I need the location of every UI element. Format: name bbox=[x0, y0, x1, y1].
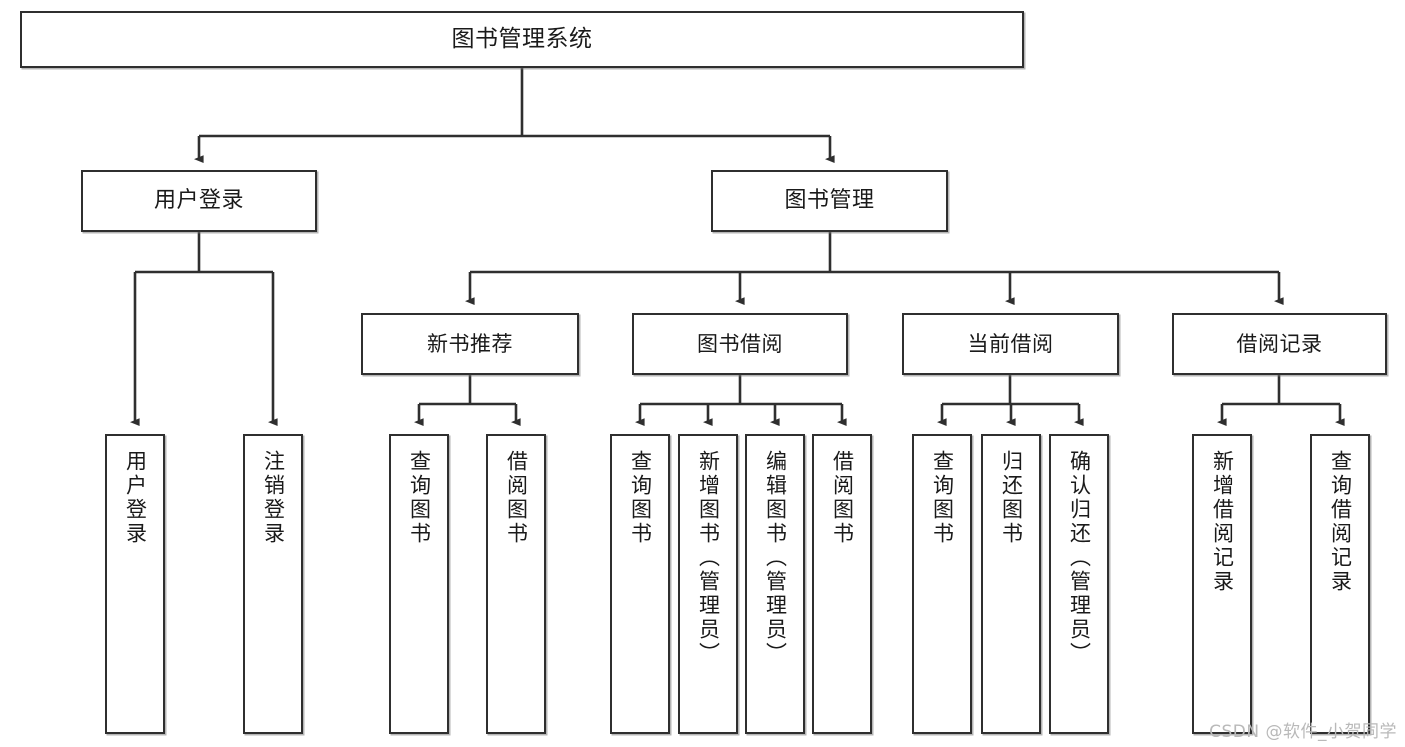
node-root-label: 图书管理系统 bbox=[451, 25, 593, 52]
node-leaf-query-book-1[interactable]: 查询图书 bbox=[389, 434, 449, 734]
node-leaf-user-login[interactable]: 用户登录 bbox=[105, 434, 165, 734]
node-leaf-query-book-2[interactable]: 查询图书 bbox=[610, 434, 670, 734]
node-leaf-label: 注销登录 bbox=[261, 450, 286, 546]
node-leaf-label: 编辑图书（管理员） bbox=[763, 450, 788, 666]
node-user-login-label: 用户登录 bbox=[153, 188, 244, 214]
node-leaf-label: 借阅图书 bbox=[830, 450, 855, 546]
node-leaf-add-record[interactable]: 新增借阅记录 bbox=[1192, 434, 1252, 734]
csdn-watermark: CSDN @软件_小贺同学 bbox=[1209, 722, 1397, 742]
node-leaf-add-book[interactable]: 新增图书（管理员） bbox=[678, 434, 738, 734]
node-leaf-label: 新增图书（管理员） bbox=[696, 450, 721, 666]
node-book-borrow-label: 图书借阅 bbox=[697, 331, 783, 356]
node-leaf-query-record[interactable]: 查询借阅记录 bbox=[1310, 434, 1370, 734]
node-leaf-label: 借阅图书 bbox=[504, 450, 529, 546]
node-leaf-borrow-book-1[interactable]: 借阅图书 bbox=[486, 434, 546, 734]
node-current-borrow-label: 当前借阅 bbox=[967, 331, 1054, 356]
node-current-borrow[interactable]: 当前借阅 bbox=[902, 313, 1119, 375]
node-leaf-borrow-book-2[interactable]: 借阅图书 bbox=[812, 434, 872, 734]
node-root[interactable]: 图书管理系统 bbox=[20, 11, 1024, 68]
node-book-manage[interactable]: 图书管理 bbox=[711, 170, 948, 232]
node-leaf-label: 查询图书 bbox=[407, 450, 432, 546]
node-leaf-label: 新增借阅记录 bbox=[1210, 450, 1235, 594]
node-leaf-label: 查询图书 bbox=[930, 450, 955, 546]
node-borrow-record-label: 借阅记录 bbox=[1236, 331, 1323, 356]
node-leaf-edit-book[interactable]: 编辑图书（管理员） bbox=[745, 434, 805, 734]
node-leaf-user-logout[interactable]: 注销登录 bbox=[243, 434, 303, 734]
node-leaf-label: 查询借阅记录 bbox=[1328, 450, 1353, 594]
node-new-book-rec[interactable]: 新书推荐 bbox=[361, 313, 579, 375]
node-leaf-label: 确认归还（管理员） bbox=[1067, 450, 1092, 666]
node-new-book-rec-label: 新书推荐 bbox=[427, 331, 513, 356]
node-borrow-record[interactable]: 借阅记录 bbox=[1172, 313, 1387, 375]
node-book-borrow[interactable]: 图书借阅 bbox=[632, 313, 848, 375]
node-user-login[interactable]: 用户登录 bbox=[81, 170, 317, 232]
node-leaf-confirm-return[interactable]: 确认归还（管理员） bbox=[1049, 434, 1109, 734]
node-leaf-label: 归还图书 bbox=[999, 450, 1024, 546]
node-leaf-label: 用户登录 bbox=[123, 450, 148, 546]
node-leaf-return-book[interactable]: 归还图书 bbox=[981, 434, 1041, 734]
node-leaf-label: 查询图书 bbox=[628, 450, 653, 546]
node-book-manage-label: 图书管理 bbox=[784, 188, 875, 214]
node-leaf-query-book-3[interactable]: 查询图书 bbox=[912, 434, 972, 734]
